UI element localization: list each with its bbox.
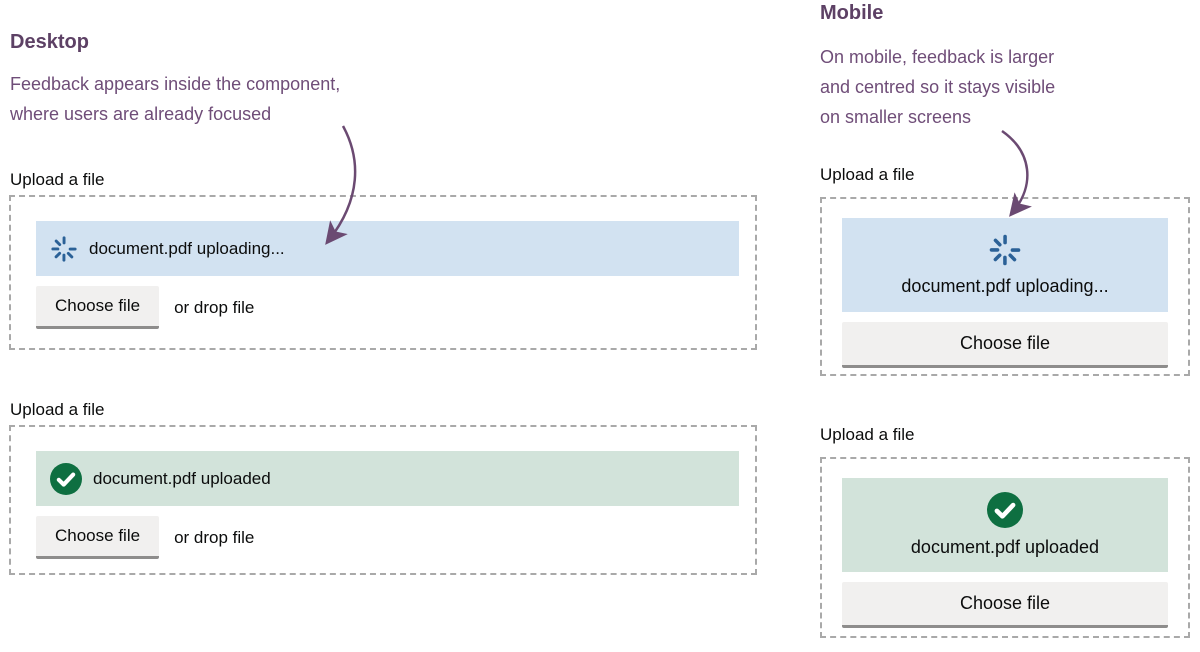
file-upload-component-desktop-uploaded: Upload a file document.pdf uploaded Choo… (0, 390, 770, 590)
drop-hint-text: or drop file (174, 527, 255, 547)
success-check-icon (987, 492, 1023, 528)
upload-label: Upload a file (10, 400, 105, 419)
upload-status-text: document.pdf uploading... (89, 238, 285, 258)
upload-status-banner: document.pdf uploaded (36, 451, 739, 506)
upload-status-text: document.pdf uploaded (910, 537, 1100, 557)
desktop-annotation-line2: where users are already focused (10, 104, 272, 124)
mobile-annotation-line2: and centred so it stays visible (820, 77, 1056, 97)
desktop-section-heading: Desktop (10, 31, 89, 53)
spinner-icon (988, 233, 1022, 267)
spinner-icon (50, 235, 78, 263)
file-upload-component-desktop-uploading: Upload a file document.pdf uploading... … (0, 160, 770, 365)
file-upload-component-mobile-uploaded: Upload a file document.pdf uploaded Choo… (810, 415, 1200, 652)
upload-status-banner: document.pdf uploading... (842, 218, 1168, 312)
upload-label: Upload a file (820, 165, 915, 184)
upload-status-banner: document.pdf uploaded (842, 478, 1168, 572)
desktop-annotation-line1: Feedback appears inside the component, (10, 74, 341, 94)
upload-status-text: document.pdf uploading... (901, 276, 1109, 296)
success-check-icon (50, 463, 82, 495)
choose-file-button[interactable]: Choose file (36, 286, 160, 329)
mobile-annotation-line3: on smaller screens (820, 107, 972, 127)
mobile-annotation-line1: On mobile, feedback is larger (820, 47, 1055, 67)
upload-status-banner: document.pdf uploading... (36, 221, 739, 276)
file-dropzone[interactable]: document.pdf uploading... Choose file or… (9, 195, 757, 350)
mobile-annotation-note: On mobile, feedback is larger and centre… (820, 42, 1055, 132)
choose-file-button[interactable]: Choose file (842, 322, 1168, 368)
file-dropzone[interactable]: document.pdf uploading... Choose file (820, 197, 1190, 376)
file-dropzone[interactable]: document.pdf uploaded Choose file (820, 457, 1190, 638)
upload-label: Upload a file (10, 170, 105, 189)
file-dropzone[interactable]: document.pdf uploaded Choose file or dro… (9, 425, 757, 575)
drop-hint-text: or drop file (174, 297, 255, 317)
upload-status-text: document.pdf uploaded (93, 468, 271, 488)
upload-label: Upload a file (820, 425, 915, 444)
upload-controls: Choose file or drop file (36, 516, 739, 559)
file-upload-component-mobile-uploading: Upload a file document.pdf uploading... … (810, 155, 1200, 390)
choose-file-button[interactable]: Choose file (842, 582, 1168, 628)
mobile-section-heading: Mobile (820, 2, 884, 24)
choose-file-button[interactable]: Choose file (36, 516, 160, 559)
upload-controls: Choose file or drop file (36, 286, 739, 329)
desktop-annotation-note: Feedback appears inside the component, w… (10, 69, 340, 129)
